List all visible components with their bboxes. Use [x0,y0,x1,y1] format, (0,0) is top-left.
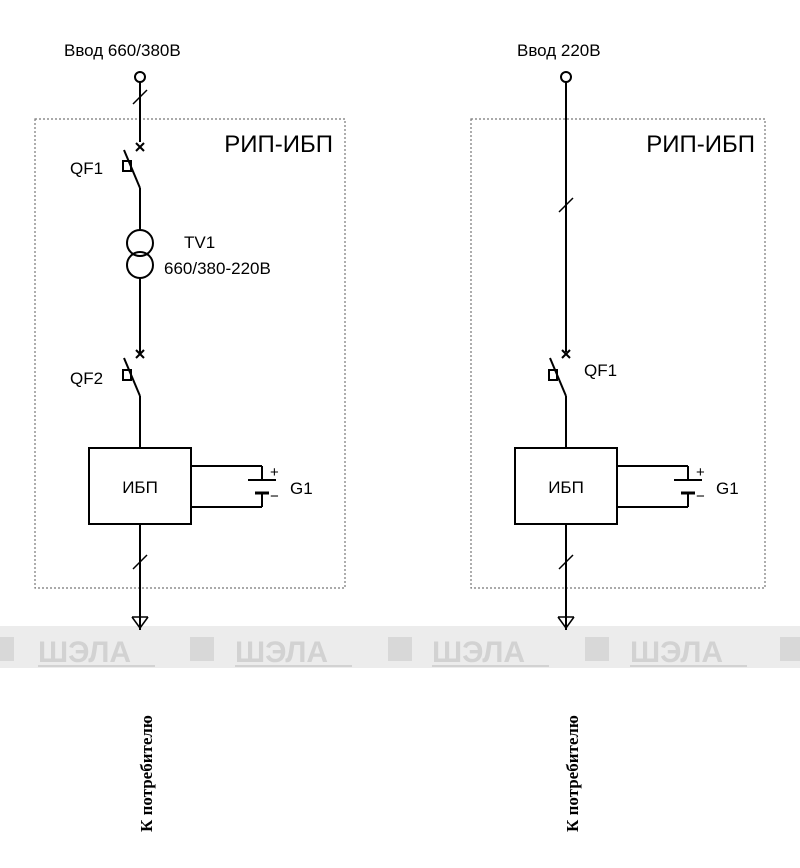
right-input-wire-tick [558,197,574,213]
watermark-text-1: ШЭЛА [38,636,131,669]
left-tv1-label: TV1 [184,233,215,252]
left-breaker-qf1 [122,142,145,230]
left-input-terminal [134,71,146,83]
right-ups-label: ИБП [548,478,584,497]
left-rip-frame [34,118,346,589]
right-battery-label: G1 [716,479,739,498]
right-circuit: Ввод 220В РИП-ИБП QF1 ИБП + − G1 [470,41,766,832]
watermark-logo-5 [780,637,800,661]
right-box-title: РИП-ИБП [646,131,755,158]
left-input-wire-tick [132,89,148,105]
left-battery-g1 [191,465,276,508]
left-tv1-ratio: 660/380-220В [164,259,271,278]
left-box-title: РИП-ИБП [224,131,333,158]
left-transformer-tv1 [126,229,154,279]
watermark-logo-2: ШЭЛА [190,636,352,669]
left-battery-label: G1 [290,479,313,498]
watermark-logo-3: ШЭЛА [388,636,549,669]
right-input-terminal [560,71,572,83]
watermark-band: ШЭЛА ШЭЛА ШЭЛА ШЭЛА [0,626,800,669]
right-output-wire-tick [558,554,574,570]
right-output-label: К потребителю [563,715,582,832]
right-battery-g1 [617,465,702,508]
right-breaker-qf1 [548,349,571,448]
left-input-label: Ввод 660/380В [64,41,181,60]
right-input-label: Ввод 220В [517,41,601,60]
watermark-logo-1: ШЭЛА [0,636,155,669]
right-rip-frame [470,118,766,589]
right-battery-plus: + [696,464,705,481]
left-output-arrow [131,616,149,629]
right-battery-minus: − [696,488,705,505]
right-output-arrow [557,616,575,629]
right-qf1-label: QF1 [584,361,617,380]
left-battery-plus: + [270,464,279,481]
left-output-label: К потребителю [137,715,156,832]
left-qf2-label: QF2 [70,369,103,388]
left-ups-label: ИБП [122,478,158,497]
watermark-text-3: ШЭЛА [432,636,525,669]
left-output-wire-tick [132,554,148,570]
watermark-text-2: ШЭЛА [235,636,328,669]
left-breaker-qf2 [122,349,145,448]
left-battery-minus: − [270,488,279,505]
watermark-text-4: ШЭЛА [630,636,723,669]
watermark-logo-4: ШЭЛА [585,636,747,669]
left-qf1-label: QF1 [70,159,103,178]
left-circuit: Ввод 660/380В РИП-ИБП QF1 TV1 660/380-22… [34,41,346,832]
